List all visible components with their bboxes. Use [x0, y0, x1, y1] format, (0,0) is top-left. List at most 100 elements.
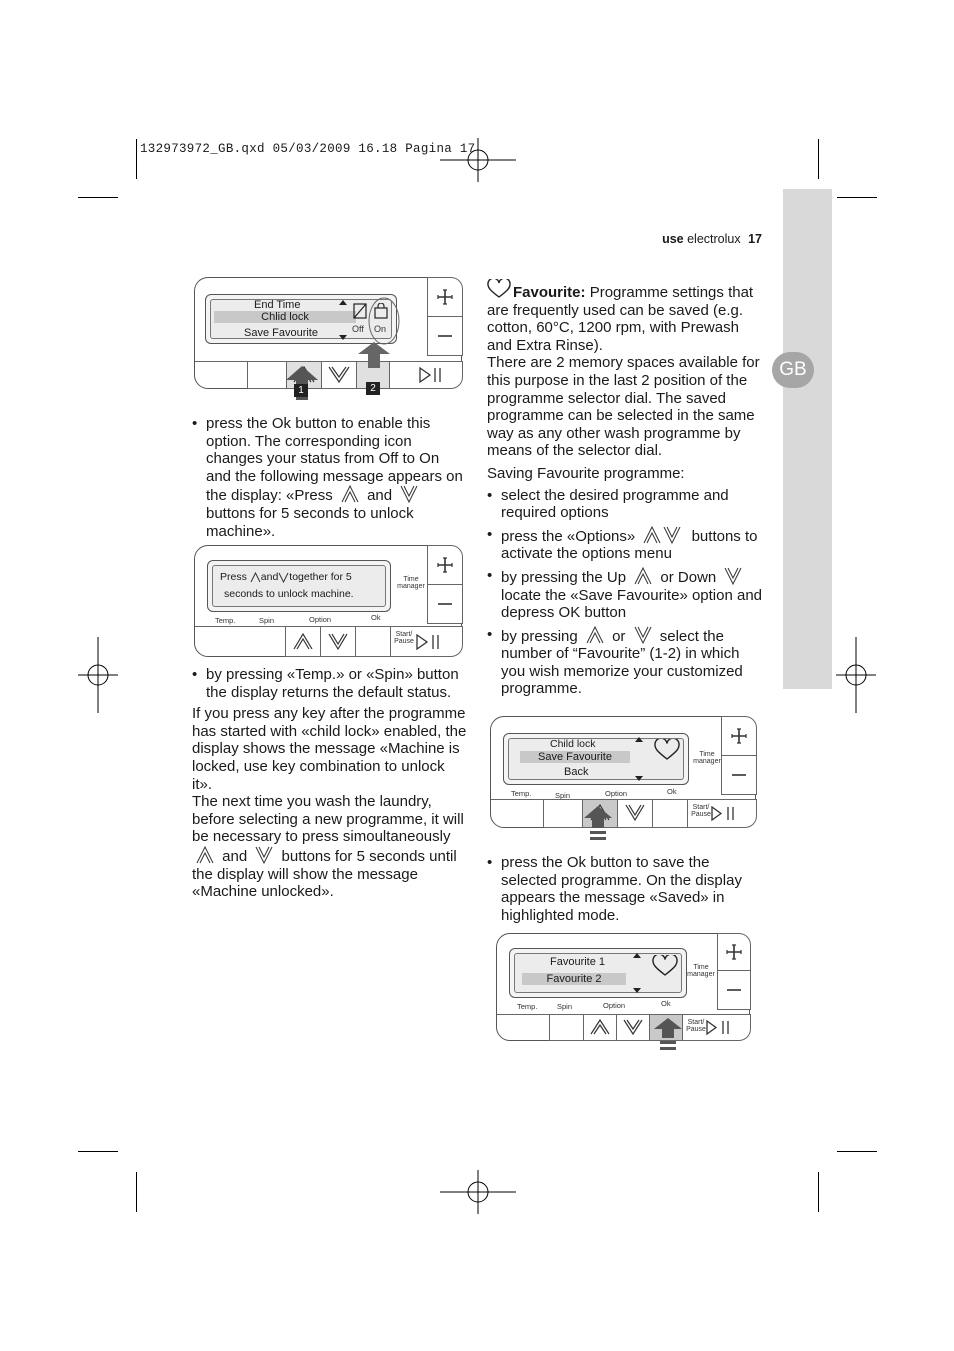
up-button[interactable]: [583, 1014, 617, 1041]
option-key-1[interactable]: [543, 799, 583, 828]
saving-title: Saving Favourite programme:: [487, 464, 685, 482]
favourite-slot-2: Favourite 2: [522, 973, 626, 985]
down-arrow-icon: [634, 626, 652, 644]
registration-mark-left: [78, 637, 118, 713]
down-button[interactable]: [616, 1014, 650, 1041]
up-arrow-icon: [634, 566, 652, 585]
heart-icon: [652, 955, 678, 976]
press-arrow-2-icon: [358, 342, 390, 368]
display: Child lock Save Favourite Back: [503, 733, 689, 785]
running-head: use electrolux 17: [630, 232, 762, 246]
label-ok: Ok: [661, 999, 671, 1008]
plus-button[interactable]: [717, 933, 751, 971]
menu-item-save-favourite: Save Favourite: [244, 327, 318, 339]
lock-off-icon: [353, 303, 367, 319]
bullet-press-options: •press the «Options» buttons to activate…: [487, 525, 758, 563]
left-column: • press the Ok button to enable this opt…: [192, 415, 467, 540]
up-arrow-icon: [196, 845, 214, 864]
down-button[interactable]: [617, 799, 653, 828]
bullet-save-ok: •press the Ok button to save the selecte…: [487, 854, 742, 924]
display: Favourite 1 Favourite 2: [509, 948, 687, 998]
start-pause-button[interactable]: [389, 361, 463, 389]
down-arrow-icon: [400, 486, 418, 504]
paragraph-machine-locked: If you press any key after the programme…: [192, 705, 467, 793]
heart-icon: [487, 279, 511, 298]
minus-button[interactable]: [427, 584, 463, 624]
label-option: Option: [603, 1001, 626, 1010]
menu-item-back: Back: [564, 766, 589, 778]
up-arrow-icon: [250, 572, 261, 583]
plus-button[interactable]: [427, 545, 463, 585]
status-highlight-ellipse: [368, 297, 400, 345]
favourite-slot-1: Favourite 1: [550, 956, 606, 968]
down-button[interactable]: [321, 361, 357, 389]
favourite-title: Favourite:: [513, 284, 586, 301]
minus-button[interactable]: [427, 316, 463, 356]
down-arrow-icon: [725, 567, 742, 585]
label-start-pause: Start/ Pause: [691, 804, 711, 818]
control-panel-figure-1: End Time Chlid lock Save Favourite Off O…: [194, 277, 463, 389]
menu-item-child-lock: Child lock: [550, 738, 596, 750]
down-arrow-icon: [255, 846, 273, 864]
start-pause-button[interactable]: Start/ Pause: [687, 799, 757, 828]
label-option: Option: [309, 615, 332, 624]
scroll-arrows-icon: [635, 737, 643, 781]
unlock-message-line2: seconds to unlock machine.: [224, 588, 354, 600]
label-ok: Ok: [667, 787, 677, 796]
brand-name: electrolux: [687, 232, 741, 246]
control-panel-figure-4: Favourite 1 Favourite 2 Temp. Spin Optio…: [496, 933, 751, 1041]
plus-button[interactable]: [427, 277, 463, 317]
section-name: use: [662, 232, 684, 246]
bullet-select-favourite-number: •by pressing or select the number of “Fa…: [487, 625, 743, 698]
menu-item-save-favourite: Save Favourite: [520, 751, 630, 763]
scroll-arrows-icon: [633, 953, 641, 993]
bullet-enable-option: • press the Ok button to enable this opt…: [192, 415, 463, 540]
up-arrow-icon: [586, 625, 604, 643]
step-badge-1: 1: [294, 384, 308, 397]
up-down-arrows-icon: [643, 525, 681, 544]
option-key-1[interactable]: [549, 1014, 589, 1041]
page-number: 17: [748, 232, 762, 246]
label-temp: Temp.: [511, 789, 532, 798]
ok-button[interactable]: [355, 626, 391, 657]
label-start-pause: Start/ Pause: [686, 1019, 706, 1033]
status-on: On: [374, 324, 387, 334]
label-spin: Spin: [557, 1002, 573, 1011]
up-button[interactable]: [285, 626, 321, 657]
minus-button[interactable]: [721, 755, 757, 795]
menu-item-child-lock: Chlid lock: [214, 311, 356, 323]
control-panel-figure-3: Child lock Save Favourite Back Temp. Spi…: [490, 716, 757, 828]
press-arrow-1-icon: [286, 366, 318, 400]
minus-button[interactable]: [717, 970, 751, 1010]
option-key-1[interactable]: [247, 361, 287, 389]
press-arrow-icon: [654, 1018, 682, 1050]
display: End Time Chlid lock Save Favourite Off O…: [205, 294, 397, 344]
label-time-manager: Time manager: [687, 964, 715, 978]
right-column-lower: •press the Ok button to save the selecte…: [487, 854, 762, 924]
ok-button[interactable]: [652, 799, 688, 828]
up-arrow-icon: [341, 485, 359, 503]
label-time-manager: Time manager: [397, 576, 425, 590]
label-temp: Temp.: [517, 1002, 538, 1011]
right-column: Favourite: Programme settings that are f…: [487, 279, 762, 698]
favourite-intro: Favourite: Programme settings that are f…: [487, 279, 762, 354]
label-time-manager: Time manager: [693, 751, 721, 765]
language-badge: GB: [772, 352, 814, 388]
down-button[interactable]: [320, 626, 356, 657]
bullet-select-programme: •select the desired programme and requir…: [487, 486, 729, 522]
lock-on-icon: [374, 303, 388, 319]
label-temp: Temp.: [215, 616, 236, 625]
down-arrow-icon: [278, 572, 289, 583]
unlock-message-press: Press: [220, 571, 247, 583]
registration-mark-top: [440, 138, 516, 182]
bullet-default-status: •by pressing «Temp.» or «Spin» button th…: [192, 666, 459, 701]
print-slug: 132973972_GB.qxd 05/03/2009 16.18 Pagina…: [140, 142, 476, 156]
registration-mark-right: [836, 637, 876, 713]
bullet-locate-save-favourite: •by pressing the Up or Down locate the «…: [487, 566, 763, 622]
start-pause-button[interactable]: Start/ Pause: [682, 1014, 751, 1041]
start-pause-button[interactable]: Start/ Pause: [390, 626, 463, 657]
press-arrow-icon: [584, 806, 612, 840]
scroll-arrows-icon: [339, 300, 347, 340]
plus-button[interactable]: [721, 716, 757, 756]
